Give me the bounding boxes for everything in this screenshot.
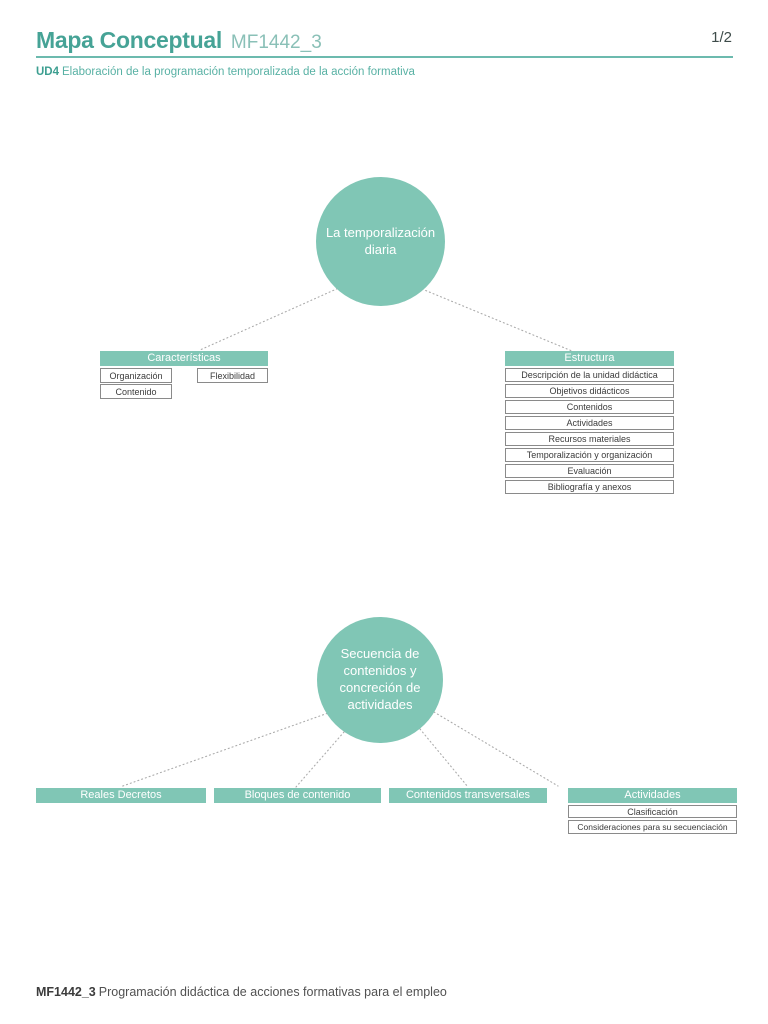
header-divider [36, 56, 733, 58]
map1-item-bibliografia-anexos: Bibliografía y anexos [505, 480, 674, 494]
map2-branch-bloques-contenido: Bloques de contenido [214, 788, 381, 803]
map2-branch-actividades: Actividades [568, 788, 737, 803]
map2-root-node: Secuencia de contenidos y concreción de … [317, 617, 443, 743]
footer-text: Programación didáctica de acciones forma… [98, 985, 447, 999]
unit-code: UD4 [36, 66, 60, 78]
unit-title: Elaboración de la programación temporali… [62, 66, 415, 78]
connector-line [119, 711, 332, 788]
map1-item-objetivos-didacticos: Objetivos didácticos [505, 384, 674, 398]
map1-branch-estructura: Estructura [505, 351, 674, 366]
map1-item-descripcion-unidad: Descripción de la unidad didáctica [505, 368, 674, 382]
map2-branch-contenidos-transversales: Contenidos transversales [389, 788, 547, 803]
map1-root-label: La temporalización diaria [325, 224, 436, 257]
map1-item-recursos-materiales: Recursos materiales [505, 432, 674, 446]
map1-item-contenido: Contenido [100, 384, 172, 399]
map2-branch-reales-decretos: Reales Decretos [36, 788, 206, 803]
page-title: Mapa Conceptual [36, 27, 222, 53]
map2-root-label: Secuencia de contenidos y concreción de … [339, 646, 421, 712]
footer-code: MF1442_3 [36, 985, 96, 999]
connector-line [433, 711, 559, 787]
map1-root-node: La temporalización diaria [316, 177, 445, 306]
map2-item-clasificacion: Clasificación [568, 805, 737, 818]
map1-item-actividades: Actividades [505, 416, 674, 430]
connector-line [295, 731, 345, 788]
map1-item-temporalizacion-organizacion: Temporalización y organización [505, 448, 674, 462]
map1-branch-caracteristicas: Características [100, 351, 268, 366]
page-header: Mapa Conceptual MF1442_3 1/2 [36, 27, 732, 57]
map1-item-evaluacion: Evaluación [505, 464, 674, 478]
connector-line [421, 288, 573, 352]
map2-item-consideraciones-secuenciacion: Consideraciones para su secuenciación [568, 820, 737, 834]
map1-item-organizacion: Organización [100, 368, 172, 383]
page-indicator: 1/2 [711, 29, 732, 46]
map1-item-flexibilidad: Flexibilidad [197, 368, 268, 383]
connector-line [419, 728, 469, 788]
connector-line [199, 286, 342, 351]
module-code: MF1442_3 [230, 32, 322, 53]
map1-item-contenidos: Contenidos [505, 400, 674, 414]
